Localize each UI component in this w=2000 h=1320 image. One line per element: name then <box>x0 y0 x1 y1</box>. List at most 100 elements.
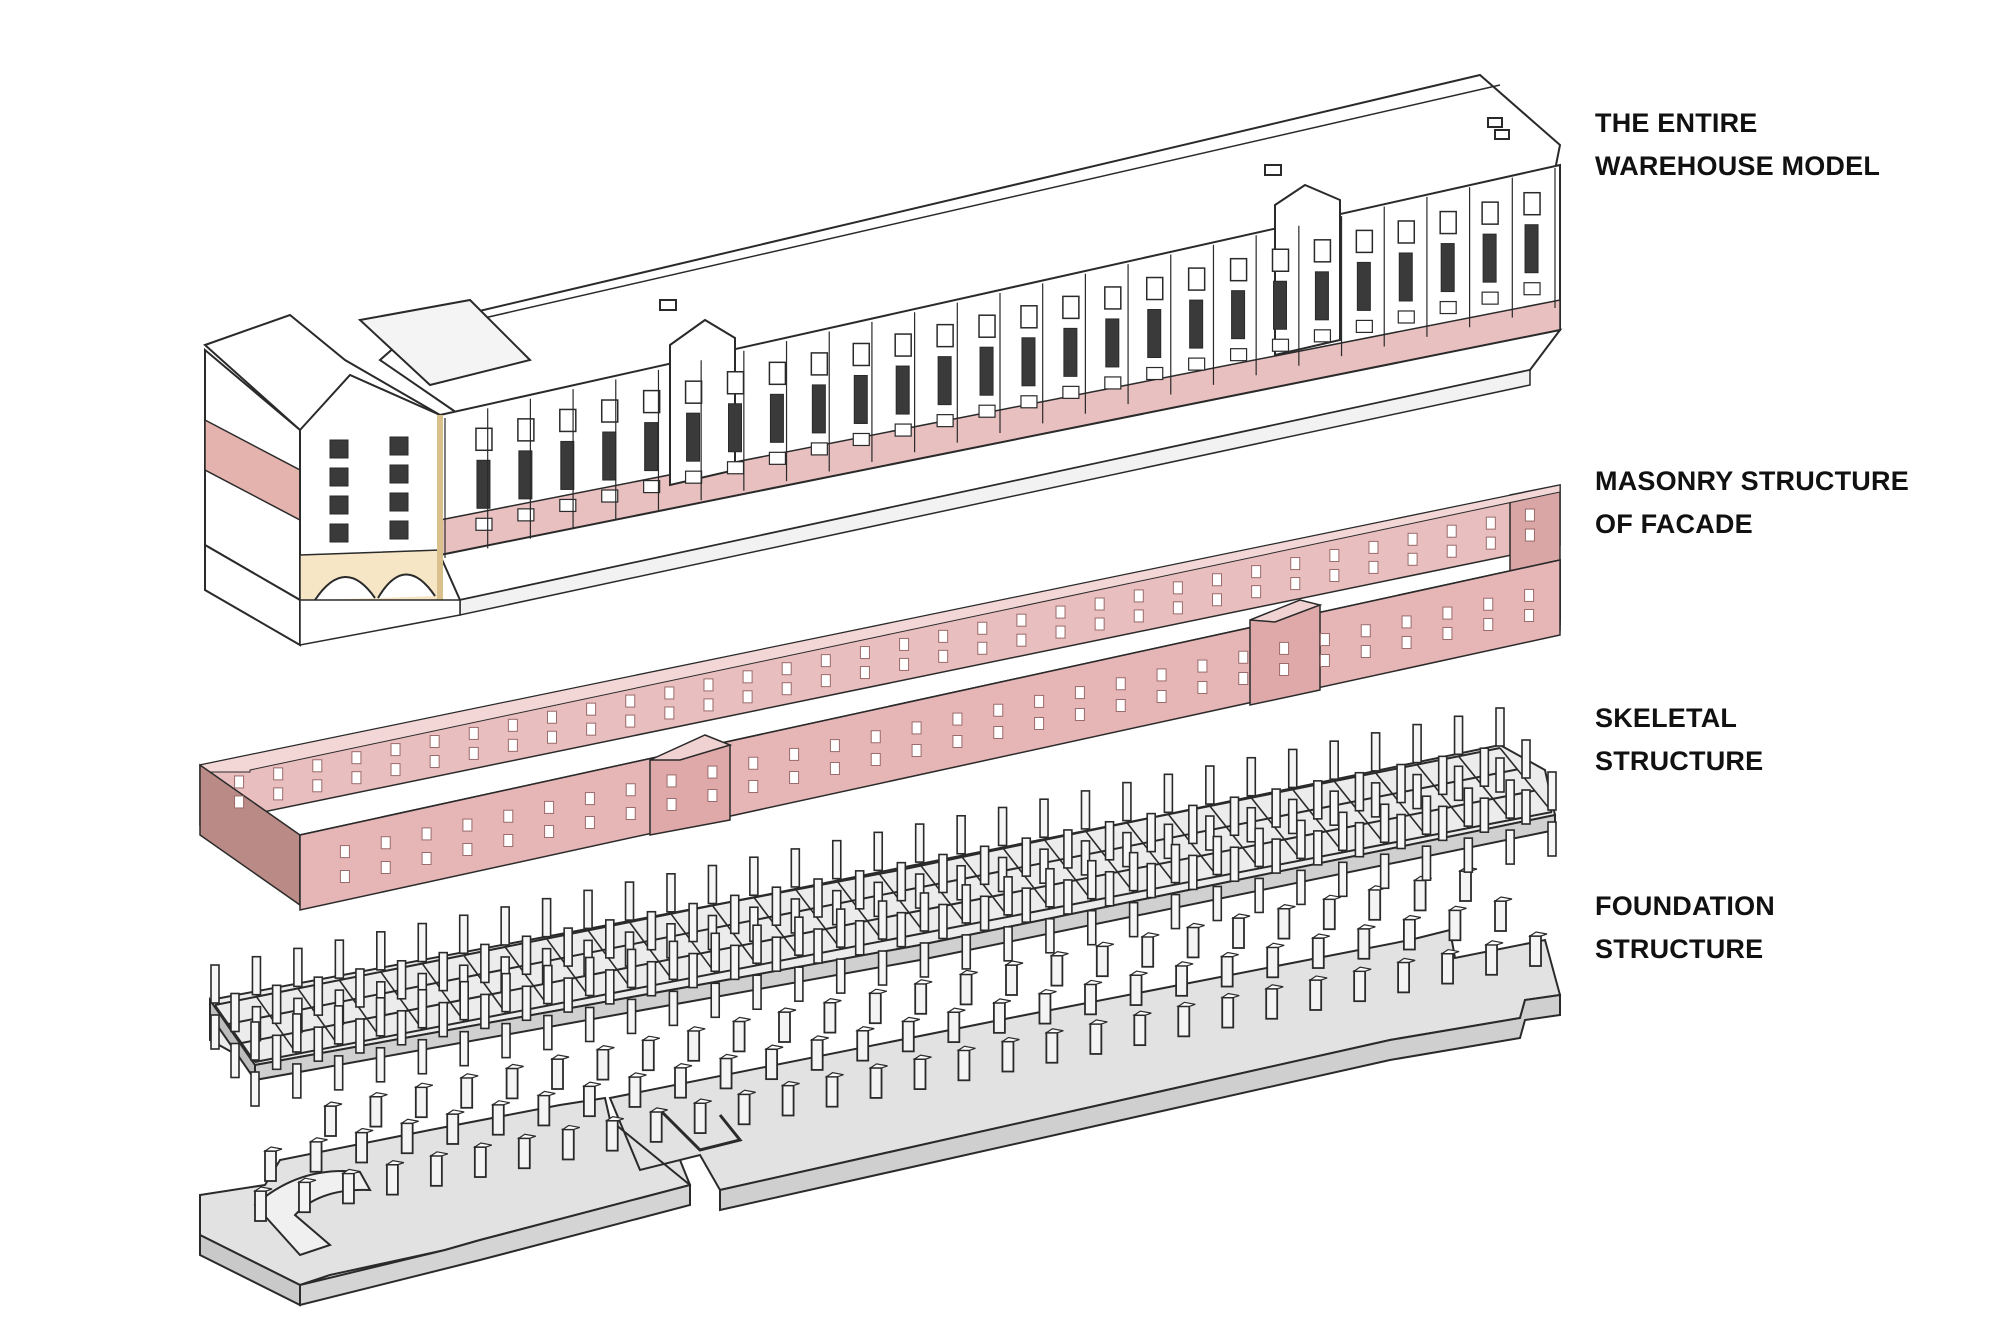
foundation-pier <box>517 1137 531 1170</box>
foundation-pier-top <box>428 1151 449 1157</box>
skeleton-column <box>1122 781 1132 822</box>
skeleton-column-lower <box>1437 805 1448 842</box>
warehouse-window-tall <box>1147 309 1162 359</box>
roof-skylight <box>357 298 532 387</box>
foundation-pier-top <box>263 1146 283 1152</box>
masonry-front-window <box>1156 690 1167 703</box>
skeleton-column <box>1188 804 1198 845</box>
foundation-pier-top <box>399 1118 419 1124</box>
foundation-pier-top <box>459 1073 479 1079</box>
foundation-pier-top <box>1264 984 1284 990</box>
skeleton-column-lower <box>956 864 966 901</box>
skeleton-column <box>271 984 282 1025</box>
label-foundation-line2: STRUCTURE <box>1595 934 1764 964</box>
skeleton-cross-beam <box>1292 788 1344 853</box>
foundation-pier-top <box>1447 905 1467 911</box>
masonry-back-window <box>234 795 245 809</box>
masonry-back-window <box>1329 568 1340 582</box>
skeleton-column <box>1045 867 1055 908</box>
skeleton-column <box>1212 835 1223 876</box>
foundation-interior-wall <box>658 1108 743 1152</box>
skeleton-column <box>794 916 804 956</box>
skeleton-column <box>1205 765 1215 805</box>
masonry-front-window <box>666 798 677 811</box>
foundation-pier <box>264 1150 277 1182</box>
skeleton-column <box>914 823 925 863</box>
warehouse-window-top <box>1229 257 1248 282</box>
skeleton-column-lower <box>1170 893 1181 930</box>
masonry-back-window <box>1485 536 1496 550</box>
skeleton-column <box>583 889 593 930</box>
warehouse-window-top <box>600 399 619 423</box>
foundation-pier <box>1485 943 1498 976</box>
skeleton-column <box>584 956 595 997</box>
foundation-pier-top <box>1094 941 1114 947</box>
skeleton-column <box>1086 859 1097 900</box>
skeleton-column <box>1296 819 1306 860</box>
skeleton-column-lower <box>938 903 948 940</box>
masonry-back-window <box>1172 581 1183 595</box>
skeleton-column-lower <box>584 1006 595 1043</box>
skeleton-column <box>1495 707 1505 747</box>
skeleton-column-lower <box>501 1022 511 1059</box>
skeleton-column-lower <box>1271 838 1281 874</box>
warehouse-window-top <box>852 342 871 367</box>
skeleton-column-lower <box>1254 877 1264 914</box>
foundation-pier <box>719 1057 733 1090</box>
foundation-pier-top <box>1128 970 1148 976</box>
masonry-back-window <box>742 670 753 684</box>
masonry-window-openings <box>234 508 1535 883</box>
foundation-pier-top <box>1219 951 1239 958</box>
skeleton-cross-beam <box>214 1004 256 1063</box>
warehouse-plinth-front <box>299 599 461 646</box>
warehouse-arch-2 <box>377 573 436 599</box>
skeleton-column <box>997 806 1008 847</box>
foundation-pier-top <box>384 1159 405 1166</box>
skeleton-column-lower <box>1421 845 1432 881</box>
foundation-pier-top <box>1049 950 1069 957</box>
skeleton-column-lower <box>1188 854 1198 891</box>
skeleton-column <box>1354 771 1365 812</box>
foundation-pier-top <box>912 1054 932 1060</box>
warehouse-window-tall <box>476 459 491 509</box>
skeleton-cross-beam <box>1250 797 1302 861</box>
warehouse-window-tall <box>1398 252 1413 302</box>
foundation-pier-top <box>581 1081 602 1087</box>
foundation-pier-top <box>1440 948 1460 955</box>
skeleton-column <box>1039 798 1049 838</box>
masonry-facade-layer <box>199 484 1561 911</box>
masonry-back-window <box>1055 605 1066 619</box>
foundation-pier-top <box>1004 960 1024 966</box>
masonry-back-window <box>1368 540 1379 554</box>
warehouse-window-top <box>559 408 577 433</box>
foundation-pier <box>446 1113 460 1145</box>
masonry-back-window <box>468 726 479 740</box>
foundation-pier <box>414 1086 428 1119</box>
skeleton-column <box>771 886 782 926</box>
masonry-front-window <box>993 703 1004 717</box>
skeleton-column-lower <box>752 974 762 1011</box>
skeleton-column <box>1312 780 1323 820</box>
masonry-front-window <box>1483 597 1494 611</box>
skeleton-column <box>919 892 930 932</box>
masonry-back-window <box>781 662 792 676</box>
skeleton-cross-beam <box>919 863 967 926</box>
masonry-back-window <box>429 735 440 749</box>
foundation-pier <box>1005 964 1018 996</box>
foundation-pier-top <box>340 1168 361 1175</box>
masonry-front-window <box>584 816 595 829</box>
foundation-pier-top <box>855 1025 875 1032</box>
masonry-back-window <box>899 657 910 671</box>
masonry-back-window <box>1212 573 1222 587</box>
label-masonry-line2: OF FACADE <box>1595 509 1753 539</box>
foundation-pier-top <box>1352 966 1372 972</box>
warehouse-window-tall <box>1356 261 1371 311</box>
warehouse-window-lower <box>726 461 745 475</box>
foundation-pier <box>505 1067 519 1100</box>
masonry-front-window <box>829 739 840 753</box>
skeleton-column-lower <box>521 985 532 1022</box>
masonry-front-window <box>1360 645 1371 658</box>
foundation-pier <box>765 1048 779 1081</box>
masonry-back-window <box>820 674 831 688</box>
label-foundation-line1: FOUNDATION <box>1595 891 1775 921</box>
